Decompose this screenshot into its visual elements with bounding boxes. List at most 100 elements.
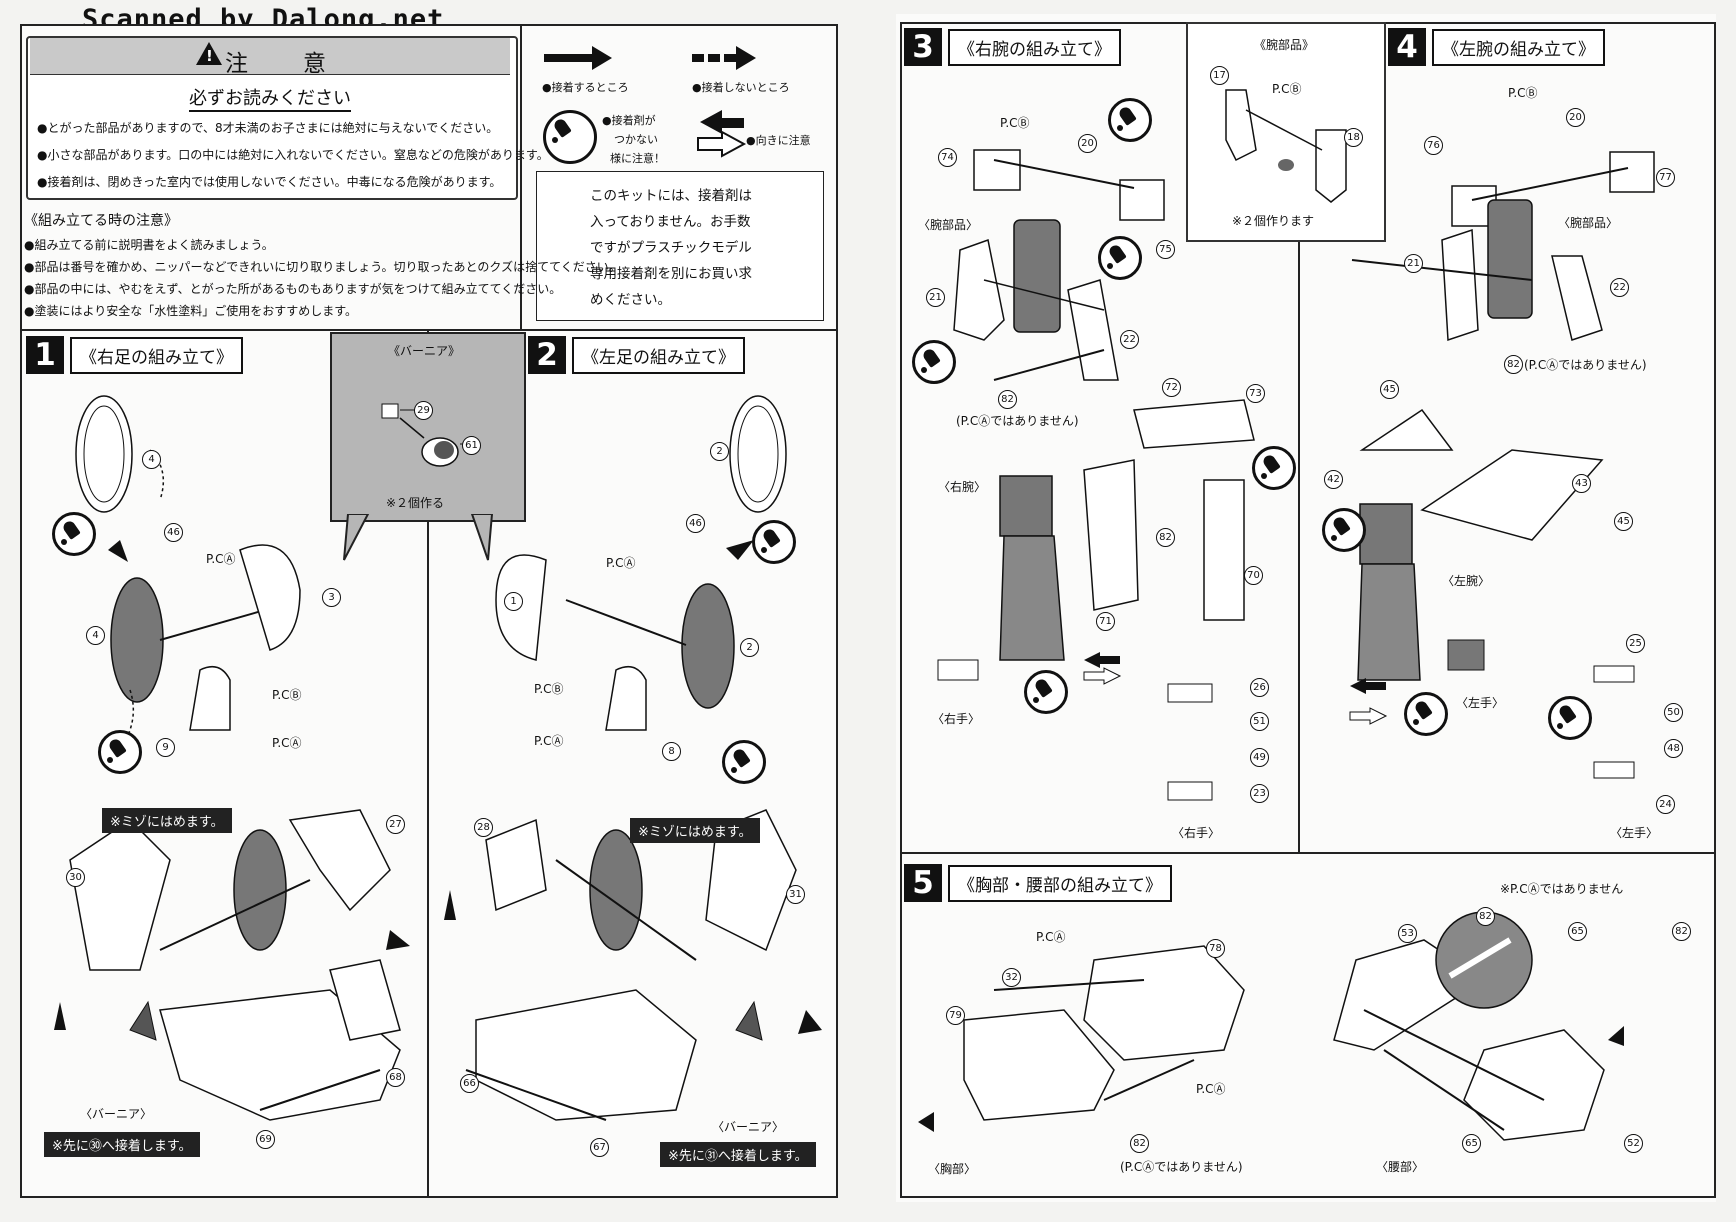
groove-note: ※ミゾにはめます。 xyxy=(630,818,760,843)
step-3-number: 3 xyxy=(904,28,942,66)
part-number: 51 xyxy=(1250,712,1269,731)
part-number: 8 xyxy=(662,742,681,761)
part-number: 65 xyxy=(1462,1134,1481,1153)
part-number: 1 xyxy=(504,592,523,611)
part-number: 20 xyxy=(1566,108,1585,127)
pc-label: P.CⒶ xyxy=(606,556,636,570)
pc-label: P.CⒷ xyxy=(534,682,564,696)
part-number: 20 xyxy=(1078,134,1097,153)
part-number: 2 xyxy=(740,638,759,657)
left-arm-label: 〈左腕〉 xyxy=(1442,574,1491,588)
part-number: 42 xyxy=(1324,470,1343,489)
glue-icon xyxy=(722,740,766,784)
step-1-title: 《右足の組み立て》 xyxy=(70,336,243,374)
part-number: 46 xyxy=(164,523,183,542)
part-number: 30 xyxy=(66,868,85,887)
right-hand-label: 〈右手〉 xyxy=(1172,826,1221,840)
part-number: 21 xyxy=(926,288,945,307)
pc-label: P.CⒷ xyxy=(1000,116,1030,130)
part-number: 76 xyxy=(1424,136,1443,155)
glue-icon xyxy=(1322,508,1366,552)
glue-caution-icon xyxy=(543,110,597,164)
part-number: 28 xyxy=(474,818,493,837)
glue-icon xyxy=(752,520,796,564)
step-5-diagram xyxy=(918,911,1624,1141)
arm-parts-note: ※２個作ります xyxy=(1232,214,1315,228)
vernier-panel xyxy=(330,332,526,522)
part-number: 72 xyxy=(1162,378,1181,397)
vernier-note: ※２個作る xyxy=(386,496,445,510)
glue-icon xyxy=(1252,446,1296,490)
part-number: 73 xyxy=(1246,384,1265,403)
pc-label: P.CⒷ xyxy=(1508,86,1538,100)
part-number: 17 xyxy=(1210,66,1229,85)
part-number: 77 xyxy=(1656,168,1675,187)
part-number: 82 xyxy=(1156,528,1175,547)
step-5-title: 《胸部・腰部の組み立て》 xyxy=(948,864,1172,902)
not-pca-note-short: ※P.CⒶではありません xyxy=(1500,882,1624,896)
kit-note-text: このキットには、接着剤は 入っておりません。お手数 ですがプラスチックモデル 専… xyxy=(590,188,752,308)
part-number: 82 xyxy=(998,390,1017,409)
part-number: 48 xyxy=(1664,739,1683,758)
glue-icon xyxy=(1548,696,1592,740)
part-number: 43 xyxy=(1572,474,1591,493)
step-5-header: 5 《胸部・腰部の組み立て》 xyxy=(904,862,1172,904)
left-page-border xyxy=(20,24,838,1198)
arm-parts-title: 《腕部品》 xyxy=(1254,38,1315,52)
glue-icon xyxy=(1404,692,1448,736)
warning-icon xyxy=(196,42,222,65)
not-pca-note: (P.CⒶではありません) xyxy=(1524,358,1647,372)
vernier-diagram xyxy=(381,403,468,467)
right-hand-label: 〈右手〉 xyxy=(932,712,981,726)
read-label: 必ずお読みください xyxy=(189,84,351,112)
vernier-label: 〈バーニア〉 xyxy=(712,1120,785,1134)
part-number: 50 xyxy=(1664,703,1683,722)
part-number: 45 xyxy=(1614,512,1633,531)
step-2-diagram xyxy=(444,395,822,1121)
step-2-header: 2 《左足の組み立て》 xyxy=(528,334,745,376)
part-number: 46 xyxy=(686,514,705,533)
part-number: 4 xyxy=(142,450,161,469)
pc-label: P.CⒶ xyxy=(272,736,302,750)
waist-label: 〈腰部〉 xyxy=(1376,1160,1425,1174)
step-5-number: 5 xyxy=(904,864,942,902)
divider xyxy=(520,24,522,330)
step-1-diagram xyxy=(54,395,410,1121)
legend-no-glue: ●接着しないところ xyxy=(692,81,790,94)
divider xyxy=(900,852,1714,854)
part-number: 53 xyxy=(1398,924,1417,943)
part-number: 2 xyxy=(710,442,729,461)
pc-label: P.CⒷ xyxy=(1272,82,1302,96)
step-3-title: 《右腕の組み立て》 xyxy=(948,28,1121,66)
step-3-diagram xyxy=(937,149,1255,801)
divider xyxy=(1298,22,1300,852)
legend-glue-note-2: つかない xyxy=(614,133,658,146)
part-number: 18 xyxy=(1344,128,1363,147)
arm-parts-label: 〈腕部品〉 xyxy=(918,218,979,232)
chest-label: 〈胸部〉 xyxy=(928,1162,977,1176)
kit-note-box xyxy=(536,171,824,321)
glue-icon xyxy=(1024,670,1068,714)
part-number: 31 xyxy=(786,885,805,904)
vernier-label: 〈バーニア〉 xyxy=(80,1107,153,1121)
caution-line-1: ●とがった部品がありますので、8才未満のお子さまには絶対に与えないでください。 xyxy=(37,121,499,135)
rules-title: 《組み立てる時の注意》 xyxy=(24,213,178,229)
legend-glue-note-3: 様に注意！ xyxy=(610,152,665,165)
part-number: 52 xyxy=(1624,1134,1643,1153)
part-number: 71 xyxy=(1096,612,1115,631)
part-number: 82 xyxy=(1504,355,1523,374)
rule-4: ●塗装にはより安全な「水性塗料」ご使用をおすすめします。 xyxy=(24,304,358,318)
part-number: 45 xyxy=(1380,380,1399,399)
step-3-header: 3 《右腕の組み立て》 xyxy=(904,26,1121,68)
step-2-title: 《左足の組み立て》 xyxy=(572,336,745,374)
part-number: 9 xyxy=(156,738,175,757)
part-number: 49 xyxy=(1250,748,1269,767)
vernier-title: 《バーニア》 xyxy=(388,344,461,358)
caution-line-3: ●接着剤は、閉めきった室内では使用しないでください。中毒になる危険があります。 xyxy=(37,175,502,189)
part-number: 22 xyxy=(1120,330,1139,349)
part-number: 70 xyxy=(1244,566,1263,585)
part-number: 82 xyxy=(1672,922,1691,941)
part-number: 82 xyxy=(1476,907,1495,926)
part-number: 79 xyxy=(946,1006,965,1025)
pc-label: P.CⒶ xyxy=(1036,930,1066,944)
